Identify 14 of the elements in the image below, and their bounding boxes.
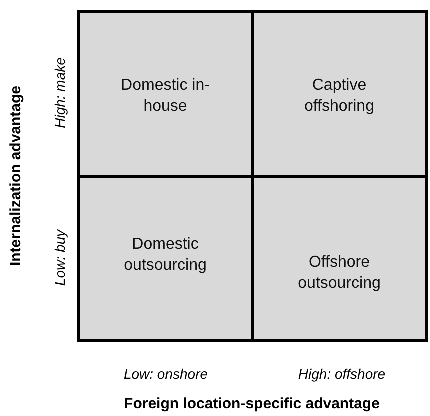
- quadrant-cell: [254, 13, 425, 174]
- quadrant-label: Captive offshoring: [304, 76, 376, 117]
- axis-title: Internalization advantage: [8, 86, 24, 266]
- axis-level-label: Low: buy: [52, 230, 68, 286]
- axis-level-label: High: offshore: [298, 366, 386, 382]
- axis-level-label: Low: onshore: [124, 366, 208, 382]
- quadrant-cell: [254, 178, 425, 339]
- quadrant-label: Domestic in-house: [120, 76, 211, 117]
- axis-level-label: High: make: [52, 58, 68, 128]
- quadrant-cell: [80, 178, 251, 339]
- quadrant-label: Offshore outsourcing: [297, 252, 382, 294]
- quadrant-cell: [80, 13, 251, 174]
- quadrant-label: Domestic outsourcing: [123, 234, 208, 276]
- axis-title: Foreign location-specific advantage: [124, 396, 380, 412]
